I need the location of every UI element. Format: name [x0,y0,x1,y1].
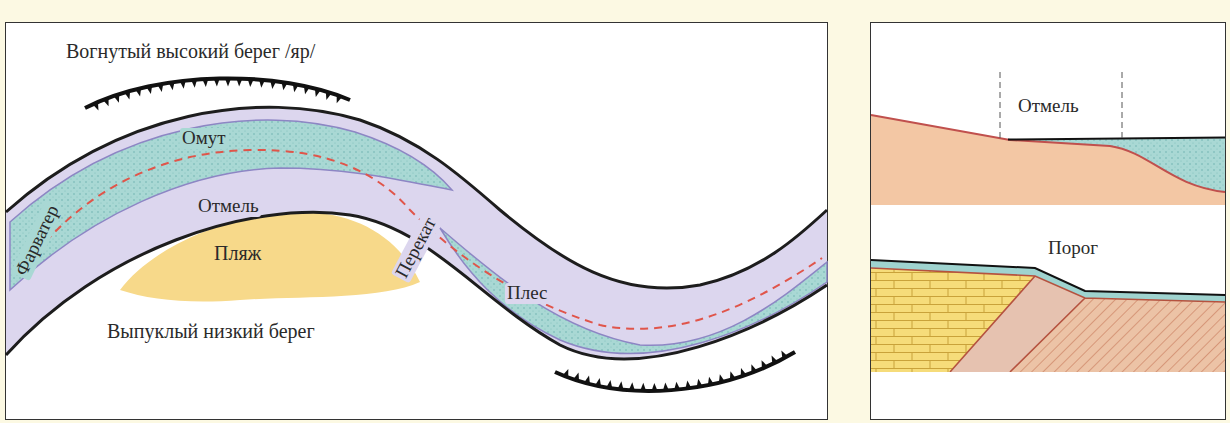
panel-ground [871,372,1225,419]
beach-label: Пляж [212,242,263,264]
cliff-tooth [708,377,714,385]
cliff-teeth [92,78,787,391]
cliff-symbol [85,78,350,108]
cliff-tooth [640,383,646,391]
cliff-tooth [584,376,590,384]
bank-label: Вогнутый высокий берег /яр/ [64,40,317,62]
cliff-tooth [762,360,768,369]
cliff-tooth [674,382,680,390]
cliff-tooth [741,368,747,377]
shoal-marker [1000,72,1122,138]
cliff-tooth [719,374,725,382]
cliff-tooth [629,382,635,390]
shoal-label: Отмель [1016,96,1081,117]
left-panel [6,23,828,420]
cliff-tooth [751,364,757,373]
cliff-tooth [169,82,175,90]
cliff-tooth [157,84,163,92]
cliff-tooth [651,383,657,391]
cliff-tooth [618,381,624,389]
convex-bank [6,212,827,358]
cliff-tooth [663,382,669,390]
cliff-symbol [555,352,795,391]
cliff-tooth [92,102,98,111]
cliff-tooth [337,95,343,104]
shoal-bed [871,115,1225,192]
cliff-tooth [606,380,612,388]
cliff-tooth [146,86,152,94]
cliff-tooth [781,351,787,359]
pool-label: Омут [180,128,228,149]
cliff-tooth [225,78,231,86]
cliff-tooth [326,91,332,100]
cliff-tooth [191,80,197,88]
cliff-tooth [259,80,265,88]
fairway-line [20,150,822,329]
cliff-tooth [573,373,579,382]
shoal-label: Отмель [196,196,261,217]
water-surface [1008,138,1225,140]
gap [871,205,1225,258]
cliff-tooth [135,88,141,96]
cliff-tooth [293,84,299,92]
cliff-tooth [315,88,321,96]
cliff-tooth [124,91,130,100]
soft-rock [1010,298,1225,372]
cliff-tooth [685,380,691,388]
reach-label: Плес [505,283,550,304]
cliff-tooth [236,78,242,86]
cliff-tooth [202,79,208,87]
bank-label: Выпуклый низкий берег [105,320,317,342]
cliff-tooth [103,98,109,107]
cliff-tooth [697,379,703,387]
cliff-tooth [180,81,186,89]
rapids-label: Порог [1046,238,1100,259]
cliff-tooth [772,356,778,365]
cliff-tooth [114,94,120,103]
cliff-tooth [214,78,220,86]
cliff-tooth [730,371,736,380]
pool-zone [10,120,452,290]
cliff-tooth [248,79,254,87]
water-surface [871,260,1225,295]
rock-boundary [871,268,1225,372]
right-panel [871,23,1226,420]
cliff-tooth [595,378,601,386]
cliff-tooth [270,81,276,89]
reach-zone [440,228,827,353]
cliff-tooth [563,369,569,378]
river-water [6,107,827,359]
cliff-tooth [304,86,310,94]
cliff-tooth [282,82,288,90]
shoal-ground [871,115,1225,205]
